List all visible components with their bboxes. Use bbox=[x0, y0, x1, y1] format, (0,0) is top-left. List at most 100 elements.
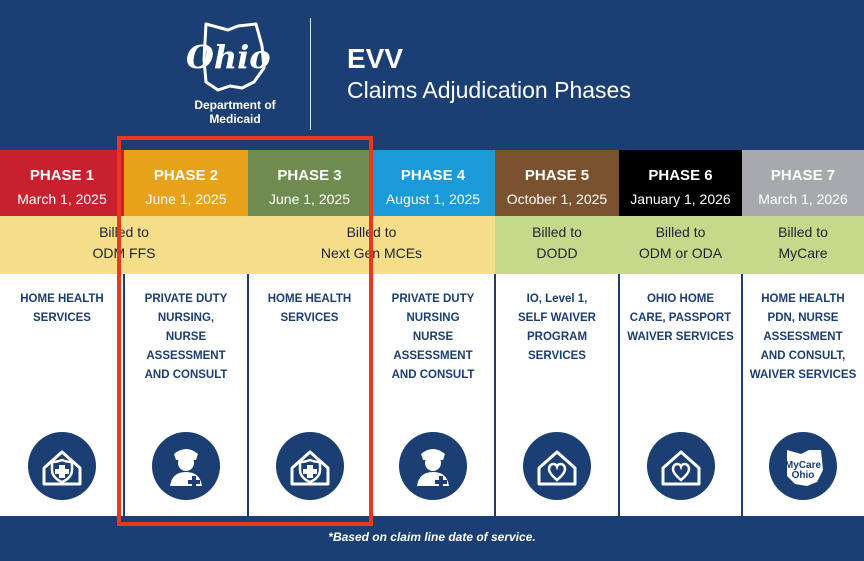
service-line: PDN, NURSE bbox=[767, 312, 839, 324]
phase-label: PHASE 7 bbox=[770, 167, 836, 184]
billed-to-cell: Billed to DODD bbox=[495, 216, 619, 274]
service-line: ASSESSMENT bbox=[393, 350, 473, 362]
mycare-ohio-icon: MyCare Ohio bbox=[767, 430, 839, 502]
phase-date: October 1, 2025 bbox=[506, 191, 608, 207]
column-divider bbox=[618, 274, 620, 516]
phase-header: PHASE 2 June 1, 2025 bbox=[124, 150, 248, 216]
service-line: SERVICES bbox=[528, 350, 586, 362]
page-title: EVV bbox=[347, 43, 404, 74]
odm-logo: Ohio Department of Medicaid bbox=[176, 16, 294, 128]
service-description: HOME HEALTH PDN, NURSE ASSESSMENT AND CONSU… bbox=[742, 290, 864, 385]
service-line: PRIVATE DUTY bbox=[391, 293, 475, 305]
mycare-line-1: MyCare bbox=[785, 460, 822, 471]
service-line: IO, Level 1, bbox=[526, 293, 588, 305]
phase-date: June 1, 2025 bbox=[269, 191, 350, 207]
service-line: AND CONSULT bbox=[144, 369, 228, 381]
service-line: WAIVER SERVICES bbox=[749, 369, 857, 381]
ohio-state-outline-icon: Ohio bbox=[186, 22, 271, 92]
service-description: OHIO HOME CARE, PASSPORT WAIVER SERVICES bbox=[619, 290, 742, 347]
phase-label: PHASE 3 bbox=[277, 167, 342, 184]
service-line: HOME HEALTH bbox=[267, 293, 352, 305]
phase-body: HOME HEALTH SERVICES bbox=[248, 274, 371, 516]
phase-body: PRIVATE DUTY NURSING NURSE ASSESSMENT AND CO… bbox=[371, 274, 495, 516]
service-line: OHIO HOME bbox=[646, 293, 715, 305]
service-line: PROGRAM bbox=[526, 331, 588, 343]
service-line: NURSE bbox=[165, 331, 207, 343]
phase-header: PHASE 6 January 1, 2026 bbox=[619, 150, 742, 216]
service-line: ASSESSMENT bbox=[763, 331, 843, 343]
phase-label: PHASE 2 bbox=[153, 167, 219, 184]
logo-wordmark: Ohio bbox=[186, 38, 271, 76]
department-name: Department of Medicaid bbox=[176, 98, 294, 126]
service-line: SELF WAIVER bbox=[518, 312, 596, 324]
nurse-icon bbox=[150, 430, 222, 502]
service-description: PRIVATE DUTY NURSING NURSE ASSESSMENT AND CO… bbox=[371, 290, 495, 385]
phase-label: PHASE 4 bbox=[400, 167, 466, 184]
phase-header: PHASE 3 June 1, 2025 bbox=[248, 150, 371, 216]
phase-label: PHASE 6 bbox=[648, 167, 713, 184]
phase-header: PHASE 4 August 1, 2025 bbox=[371, 150, 495, 216]
footnote: *Based on claim line date of service. bbox=[328, 530, 536, 544]
column-divider bbox=[741, 274, 743, 516]
phase-header: PHASE 1 March 1, 2025 bbox=[0, 150, 124, 216]
page-subtitle: Claims Adjudication Phases bbox=[347, 77, 631, 103]
phase-body: OHIO HOME CARE, PASSPORT WAIVER SERVICES bbox=[619, 274, 742, 516]
service-line: NURSING bbox=[406, 312, 460, 324]
phase-label: PHASE 1 bbox=[29, 167, 95, 184]
phase-body: IO, Level 1, SELF WAIVER PROGRAM SERVICES bbox=[495, 274, 619, 516]
column-divider bbox=[247, 274, 249, 516]
billed-line: MyCare bbox=[778, 245, 828, 261]
service-description: IO, Level 1, SELF WAIVER PROGRAM SERVICES bbox=[495, 290, 619, 366]
phase-2-3-highlight-box bbox=[117, 136, 373, 526]
service-line: WAIVER SERVICES bbox=[627, 331, 734, 343]
service-line: HOME HEALTH bbox=[20, 293, 104, 305]
billed-to-cell: Billed to MyCare bbox=[742, 216, 864, 274]
phase-header: PHASE 7 March 1, 2026 bbox=[742, 150, 864, 216]
billed-line: Billed to bbox=[655, 224, 706, 240]
phase-date: March 1, 2025 bbox=[17, 191, 107, 207]
billed-to-cell: Billed to ODM or ODA bbox=[619, 216, 742, 274]
phase-date: March 1, 2026 bbox=[758, 191, 848, 207]
dept-line-1: Department of bbox=[194, 98, 276, 112]
phase-date: June 1, 2025 bbox=[145, 191, 227, 207]
service-line: NURSE bbox=[412, 331, 454, 343]
billed-line: ODM or ODA bbox=[638, 245, 723, 261]
service-line: ASSESSMENT bbox=[146, 350, 226, 362]
service-line: SERVICES bbox=[280, 312, 339, 324]
service-line: HOME HEALTH bbox=[761, 293, 845, 305]
service-line: SERVICES bbox=[33, 312, 91, 324]
house-shield-icon bbox=[26, 430, 98, 502]
nurse-icon bbox=[397, 430, 469, 502]
column-divider bbox=[123, 274, 125, 516]
mycare-line-2: Ohio bbox=[792, 470, 815, 481]
service-line: AND CONSULT, bbox=[760, 350, 846, 362]
service-line: AND CONSULT bbox=[391, 369, 475, 381]
service-description: HOME HEALTH SERVICES bbox=[248, 290, 371, 328]
billed-line: DODD bbox=[536, 245, 578, 261]
house-shield-icon bbox=[274, 430, 346, 502]
billed-line: Billed to bbox=[778, 224, 828, 240]
phase-date: August 1, 2025 bbox=[385, 191, 481, 207]
phase-body: HOME HEALTH PDN, NURSE ASSESSMENT AND CONSU… bbox=[742, 274, 864, 516]
header-divider bbox=[310, 18, 311, 130]
billed-line: Billed to bbox=[532, 224, 582, 240]
phase-date: January 1, 2026 bbox=[630, 191, 731, 207]
column-divider bbox=[494, 274, 496, 516]
billed-line: Billed to bbox=[99, 224, 149, 240]
house-heart-icon bbox=[521, 430, 593, 502]
billed-line: ODM FFS bbox=[92, 245, 156, 261]
billed-to-cell: Billed to ODM FFS bbox=[0, 216, 248, 274]
service-line: NURSING, bbox=[157, 312, 215, 324]
service-line: CARE, PASSPORT bbox=[629, 312, 732, 324]
